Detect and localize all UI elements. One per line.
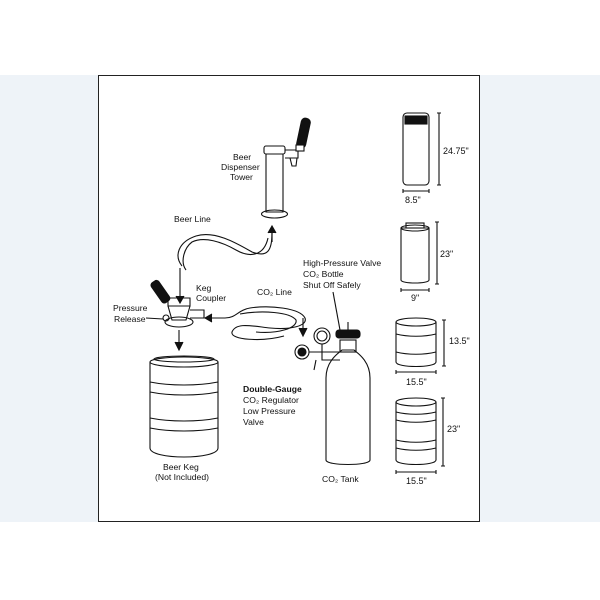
keg-coupler-label-1: Keg xyxy=(196,283,212,293)
tower-label-3: Tower xyxy=(230,172,253,182)
keg-4-width: 15.5" xyxy=(406,476,427,486)
regulator-label-2: CO₂ Regulator xyxy=(243,395,299,405)
co2-tank xyxy=(325,322,371,466)
keg-size-4 xyxy=(395,397,445,474)
keg-coupler-label-2: Coupler xyxy=(196,293,226,303)
keg-2-width: 9" xyxy=(411,293,419,303)
pressure-release-label-1: Pressure xyxy=(113,303,148,313)
hpv-label-1: High-Pressure Valve xyxy=(303,258,381,268)
pressure-release-pointer xyxy=(145,317,164,320)
keg-1-height: 24.75" xyxy=(443,146,469,156)
keg-3-width: 15.5" xyxy=(406,377,427,387)
beer-keg xyxy=(149,355,219,458)
beer-tower xyxy=(260,117,311,219)
regulator-label-4: Valve xyxy=(243,417,264,427)
keg-2-height: 23" xyxy=(440,249,453,259)
co2-tank-label: CO₂ Tank xyxy=(322,474,359,484)
keg-3-height: 13.5" xyxy=(449,336,470,346)
keg-size-2 xyxy=(400,221,439,292)
hpv-pointer xyxy=(332,291,341,331)
keg-size-1 xyxy=(402,112,441,193)
keg-1-width: 8.5" xyxy=(405,195,421,205)
keg-4-height: 23" xyxy=(447,424,460,434)
beer-keg-label-1: Beer Keg xyxy=(163,462,199,472)
pressure-release-label-2: Release xyxy=(114,314,146,324)
beer-line-label: Beer Line xyxy=(174,214,211,224)
regulator-label-3: Low Pressure xyxy=(243,406,296,416)
keg-size-3 xyxy=(395,317,446,374)
beer-keg-label-2: (Not Included) xyxy=(155,472,209,482)
co2-line-label: CO₂ Line xyxy=(257,287,292,297)
keg-coupler xyxy=(150,279,205,352)
regulator-label-1: Double-Gauge xyxy=(243,384,302,394)
tower-label-1: Beer xyxy=(233,152,251,162)
hpv-label-2: CO₂ Bottle xyxy=(303,269,344,279)
regulator xyxy=(294,327,340,371)
hpv-label-3: Shut Off Safely xyxy=(303,280,361,290)
co2-line xyxy=(203,306,308,341)
tower-label-2: Dispenser xyxy=(221,162,260,172)
